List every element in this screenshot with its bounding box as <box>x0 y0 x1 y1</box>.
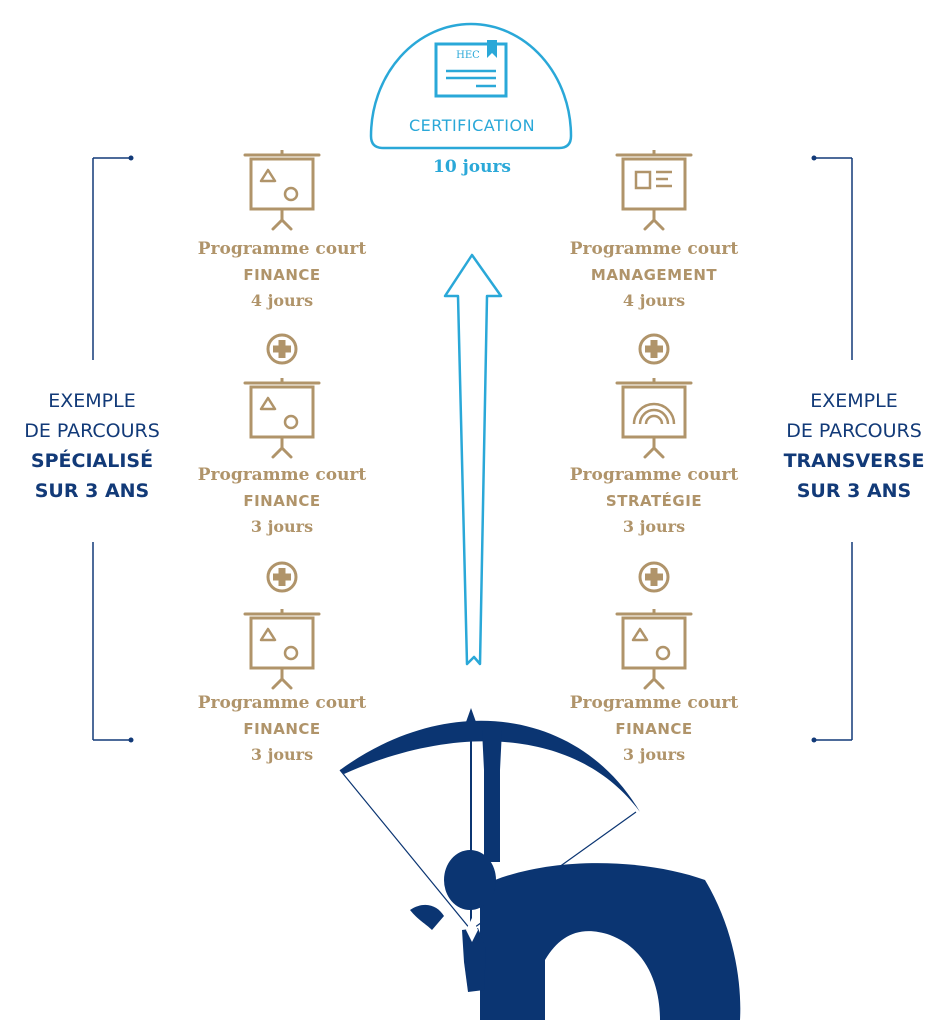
archer-illustration <box>339 708 741 1020</box>
left-program-2: Programme court FINANCE 3 jours <box>172 462 392 540</box>
program-title: Programme court <box>569 239 739 259</box>
upward-arrow <box>443 253 503 666</box>
right-path-line4: SUR 3 ANS <box>796 480 912 502</box>
hec-logo-text: HEC <box>456 50 480 61</box>
program-subject: FINANCE <box>615 720 693 738</box>
left-path-line4: SUR 3 ANS <box>34 480 150 502</box>
plus-circle-icon <box>266 561 298 593</box>
left-program-3: Programme court FINANCE 3 jours <box>172 690 392 768</box>
program-subject: MANAGEMENT <box>590 266 718 284</box>
program-subject: FINANCE <box>243 492 321 510</box>
shapes-board-icon <box>243 607 321 690</box>
program-duration: 3 jours <box>622 517 686 536</box>
left-program-1: Programme court FINANCE 4 jours <box>172 236 392 314</box>
certification-dome <box>369 22 573 150</box>
program-subject: FINANCE <box>243 266 321 284</box>
right-path-line1: EXEMPLE <box>810 390 898 412</box>
right-bracket <box>811 155 853 743</box>
program-subject: STRATÉGIE <box>605 492 703 510</box>
left-path-line2: DE PARCOURS <box>24 420 160 442</box>
certification-duration: 10 jours <box>433 157 511 177</box>
right-program-1: Programme court MANAGEMENT 4 jours <box>544 236 764 314</box>
right-program-3: Programme court FINANCE 3 jours <box>544 690 764 768</box>
left-path-label: EXEMPLE DE PARCOURS SPÉCIALISÉ SUR 3 ANS <box>0 386 192 506</box>
diploma-icon: HEC <box>434 40 508 98</box>
left-path-line1: EXEMPLE <box>48 390 136 412</box>
program-duration: 3 jours <box>250 517 314 536</box>
certification-label: CERTIFICATION <box>408 116 536 135</box>
shapes-board-icon <box>243 376 321 459</box>
program-duration: 4 jours <box>250 291 314 310</box>
plus-circle-icon <box>266 333 298 365</box>
program-title: Programme court <box>197 693 367 713</box>
program-duration: 3 jours <box>250 745 314 764</box>
shapes-board-icon <box>243 148 321 231</box>
arc-board-icon <box>615 376 693 459</box>
left-path-line3: SPÉCIALISÉ <box>30 450 154 472</box>
right-path-line3: TRANSVERSE <box>783 450 925 472</box>
program-duration: 4 jours <box>622 291 686 310</box>
program-title: Programme court <box>197 239 367 259</box>
right-path-label: EXEMPLE DE PARCOURS TRANSVERSE SUR 3 ANS <box>754 386 936 506</box>
program-title: Programme court <box>197 465 367 485</box>
right-program-2: Programme court STRATÉGIE 3 jours <box>544 462 764 540</box>
right-path-line2: DE PARCOURS <box>786 420 922 442</box>
shapes-board-icon <box>615 607 693 690</box>
left-bracket <box>92 155 134 743</box>
program-duration: 3 jours <box>622 745 686 764</box>
program-title: Programme court <box>569 693 739 713</box>
plus-circle-icon <box>638 561 670 593</box>
plus-circle-icon <box>638 333 670 365</box>
document-board-icon <box>615 148 693 231</box>
program-title: Programme court <box>569 465 739 485</box>
program-subject: FINANCE <box>243 720 321 738</box>
